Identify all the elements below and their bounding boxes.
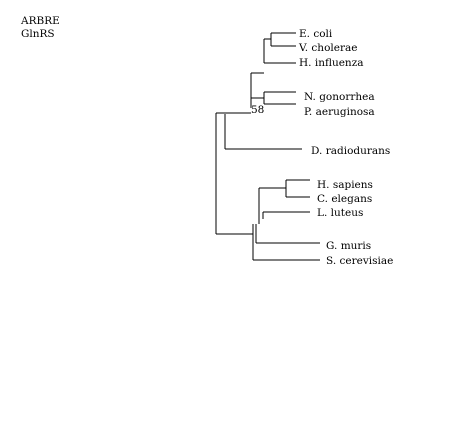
taxon-label-celegans: C. elegans	[317, 193, 372, 205]
taxon-label-ngonorrhea: N. gonorrhea	[304, 91, 375, 103]
bootstrap-value: 58	[251, 104, 264, 116]
tree-branches	[215, 32, 320, 261]
taxon-label-ecoli: E. coli	[299, 28, 333, 40]
taxon-label-vcholerae: V. cholerae	[298, 42, 357, 54]
tree-title-line2: GlnRS	[21, 28, 55, 40]
taxon-label-hinfluenza: H. influenza	[299, 57, 364, 69]
taxon-label-scerevisiae: S. cerevisiae	[326, 255, 393, 267]
taxon-labels: E. coli V. cholerae H. influenza N. gono…	[298, 28, 393, 267]
taxon-label-dradiodurans: D. radiodurans	[311, 145, 390, 157]
taxon-label-lluteus: L. luteus	[317, 207, 363, 219]
taxon-label-paeruginosa: P. aeruginosa	[304, 106, 375, 118]
taxon-label-gmuris: G. muris	[326, 240, 371, 252]
tree-title-line1: ARBRE	[21, 15, 60, 27]
taxon-label-hsapiens: H. sapiens	[317, 179, 373, 191]
